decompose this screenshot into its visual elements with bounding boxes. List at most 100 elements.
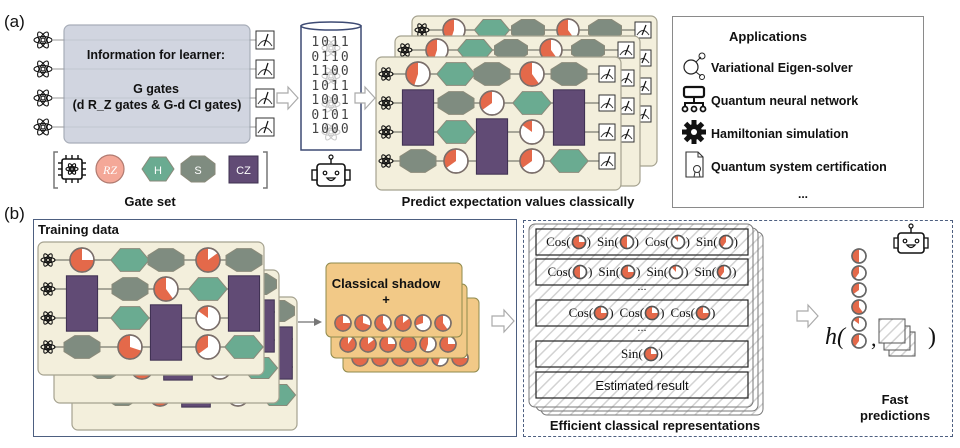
atom-orbit — [321, 128, 341, 136]
trig-term: Cos() — [645, 234, 690, 250]
measurement-icon — [617, 97, 635, 115]
atom-orbit — [414, 26, 430, 34]
atom-orbit — [37, 31, 49, 49]
h-gate — [110, 306, 150, 330]
panel-b-label: (b) — [4, 204, 25, 223]
angle-pie — [670, 234, 685, 250]
trig-term: Sin() — [598, 264, 640, 280]
angle-pie — [572, 264, 588, 280]
cz-gate — [401, 89, 435, 146]
angle-pie-mark — [668, 264, 684, 280]
angle-pie-mark — [572, 264, 588, 280]
pie-fill — [153, 277, 174, 301]
qubit-atom-icon — [40, 282, 56, 296]
information-overlay — [63, 24, 251, 144]
application-item: Quantum system certification — [681, 150, 887, 183]
pie-outline — [405, 61, 431, 87]
cz-gate — [149, 304, 183, 361]
atom-orbit — [37, 89, 49, 107]
trig-close: ) — [733, 234, 738, 249]
representations-caption: Efficient classical representations — [549, 418, 761, 433]
gear-icon — [681, 118, 711, 149]
angle-pie-mark — [716, 264, 732, 280]
applications-ellipsis: ... — [797, 187, 808, 201]
pie-outline — [668, 264, 684, 280]
pie-outline — [195, 305, 221, 331]
atom-nucleus — [383, 129, 389, 135]
robot-eye — [902, 238, 908, 244]
s-gate — [225, 248, 263, 272]
meter-needle — [641, 108, 647, 120]
atom-orbit — [381, 96, 391, 110]
measurement-icon — [255, 59, 275, 79]
atom-orbit — [37, 89, 49, 107]
meter-arc — [257, 40, 273, 47]
h-gate — [512, 91, 552, 115]
angle-pie-mark — [670, 234, 685, 250]
representation-row-content: Cos()Cos()Cos() — [536, 300, 748, 326]
application-label: Quantum neural network — [711, 93, 859, 108]
pie-fill — [434, 315, 448, 332]
measurement-icon — [255, 30, 275, 50]
pie-outline — [195, 334, 221, 360]
training-data-title: Training data — [38, 222, 119, 237]
atom-orbit — [40, 256, 56, 264]
robot-eye — [914, 238, 920, 244]
bitstring-row: 0110 — [311, 49, 351, 65]
qubit-atom-icon — [33, 60, 53, 78]
s-gate-label: S — [194, 165, 201, 177]
panel-a-label: (a) — [4, 12, 25, 31]
info-line2-text: (d R_Z gates & G-d CI gates) — [72, 98, 242, 112]
atom-orbit — [378, 99, 394, 107]
atom-nucleus — [40, 66, 46, 72]
robot-head — [897, 232, 925, 254]
pie-fill — [339, 336, 356, 352]
application-item: Quantum neural network — [681, 84, 887, 117]
info-title: Information for learner: — [86, 48, 226, 62]
representation-row-content: Cos()Sin()Cos()Sin() — [536, 229, 748, 255]
atom-nucleus — [328, 101, 334, 107]
s-gate-symbol — [180, 155, 216, 183]
atom-nucleus — [328, 73, 334, 79]
meter-needle — [605, 97, 611, 109]
atom-orbit — [325, 123, 337, 141]
pie-fill — [673, 235, 678, 242]
measurement-icon — [598, 94, 616, 112]
molecule-icon — [681, 52, 711, 83]
qubit-atom-icon — [40, 340, 56, 354]
bitstring-row: 1100 — [311, 64, 351, 79]
meter-needle — [624, 100, 630, 112]
shadow-pie — [334, 314, 352, 332]
atom-orbit — [37, 118, 49, 136]
angle-pie-mark — [695, 305, 711, 321]
s-gate — [63, 335, 101, 359]
fast-caption-2: predictions — [860, 408, 931, 423]
pie-fill — [594, 306, 608, 320]
pie-outline — [851, 316, 867, 332]
pie-outline — [851, 282, 867, 298]
robot-mouth — [325, 177, 337, 182]
meter-arc — [600, 132, 614, 138]
pie-outline — [620, 264, 636, 280]
angle-pie — [643, 346, 658, 362]
application-label: Quantum system certification — [711, 159, 887, 174]
trig-term: Cos() — [670, 305, 715, 321]
cz-gate — [65, 275, 99, 332]
qubit-atom-icon — [378, 125, 394, 139]
trig-close: ) — [609, 305, 614, 320]
atom-orbit — [325, 123, 337, 141]
qubit-atom-icon — [378, 154, 394, 168]
robot-mouth — [905, 244, 917, 249]
representation-row — [535, 228, 749, 256]
rz-gate-pie — [195, 247, 221, 273]
application-label: Hamiltonian simulation — [711, 126, 849, 141]
pie-outline — [479, 90, 505, 116]
cz-gate — [475, 118, 509, 175]
pie-outline — [414, 314, 432, 332]
atom-nucleus — [45, 257, 51, 263]
angle-pie — [718, 234, 733, 250]
angle-pie — [644, 305, 660, 321]
